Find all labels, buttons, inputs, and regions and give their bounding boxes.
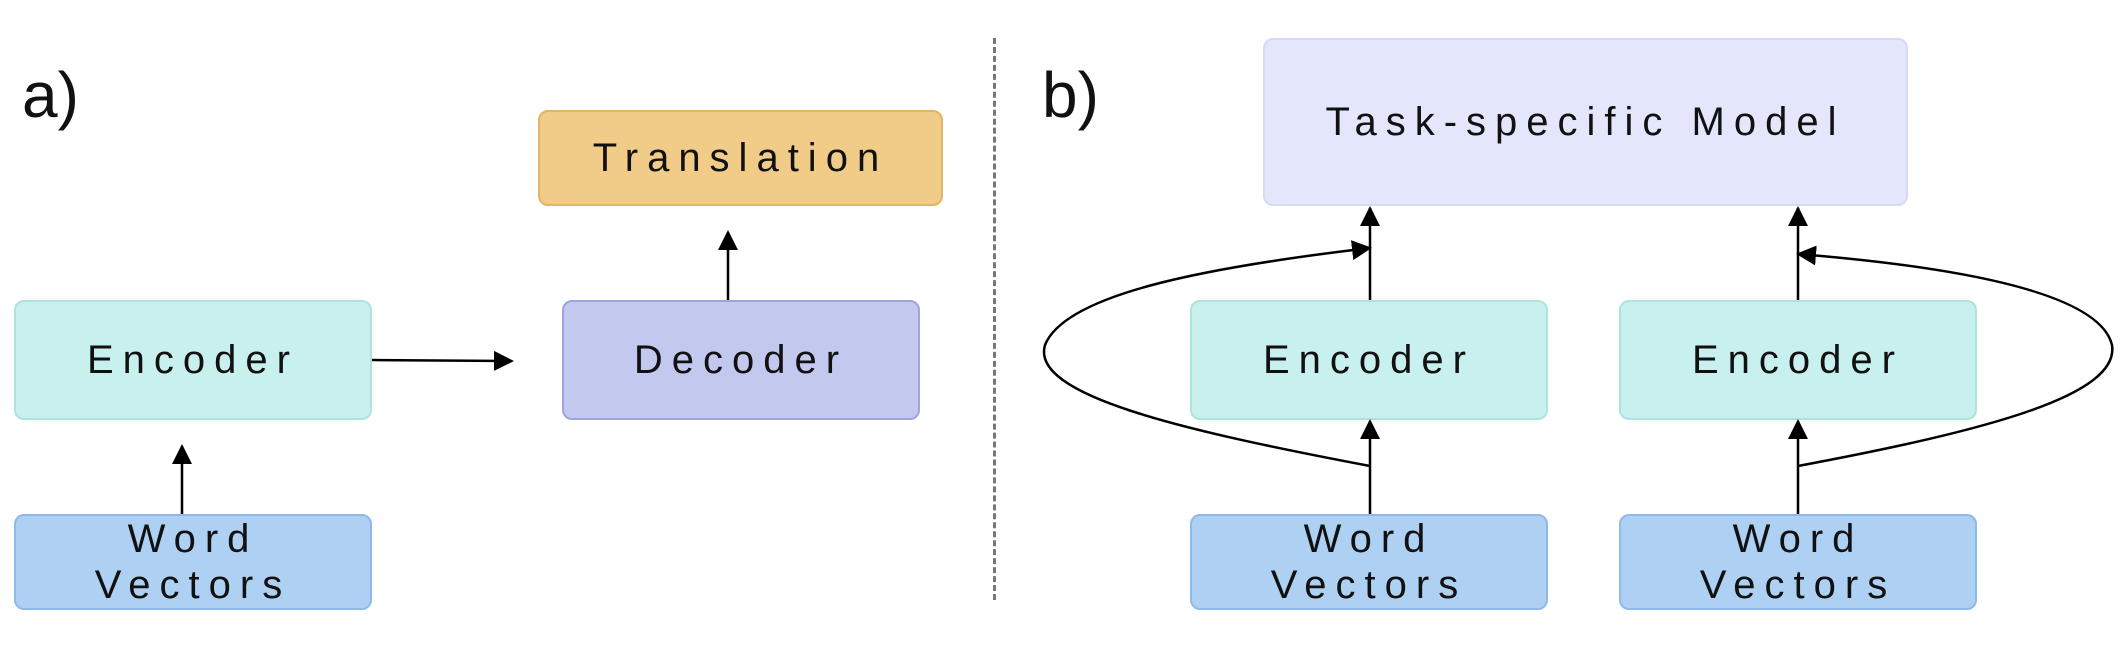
word-vectors-box-b-right: Word Vectors	[1619, 514, 1977, 610]
task-specific-model-box: Task-specific Model	[1263, 38, 1908, 206]
word-vectors-line2-b-left: Vectors	[1270, 563, 1468, 607]
word-vectors-line1-b-left: Word	[1303, 517, 1435, 561]
encoder-label-a: Encoder	[87, 338, 299, 382]
word-vectors-line2-b-right: Vectors	[1699, 563, 1897, 607]
decoder-label: Decoder	[633, 338, 849, 382]
panel-a-label: a)	[22, 59, 79, 131]
arrow-encoder-to-decoder	[371, 350, 514, 371]
word-vectors-box-b-left: Word Vectors	[1190, 514, 1548, 610]
word-vectors-line1-a: Word	[127, 517, 259, 561]
word-vectors-box-a: Word Vectors	[14, 514, 372, 610]
word-vectors-line2-a: Vectors	[94, 563, 292, 607]
translation-label: Translation	[592, 136, 889, 180]
encoder-box-b-right: Encoder	[1619, 300, 1977, 420]
translation-box: Translation	[538, 110, 943, 206]
word-vectors-line1-b-right: Word	[1732, 517, 1864, 561]
skip-loop-left	[1042, 240, 1372, 468]
encoder-label-b-left: Encoder	[1263, 338, 1475, 382]
panel-b-label: b)	[1042, 59, 1099, 131]
decoder-box: Decoder	[562, 300, 920, 420]
panel-divider	[993, 38, 996, 600]
task-specific-model-label: Task-specific Model	[1325, 100, 1846, 144]
encoder-box-b-left: Encoder	[1190, 300, 1548, 420]
skip-loop-right	[1796, 245, 2114, 468]
encoder-label-b-right: Encoder	[1692, 338, 1904, 382]
encoder-box-a: Encoder	[14, 300, 372, 420]
